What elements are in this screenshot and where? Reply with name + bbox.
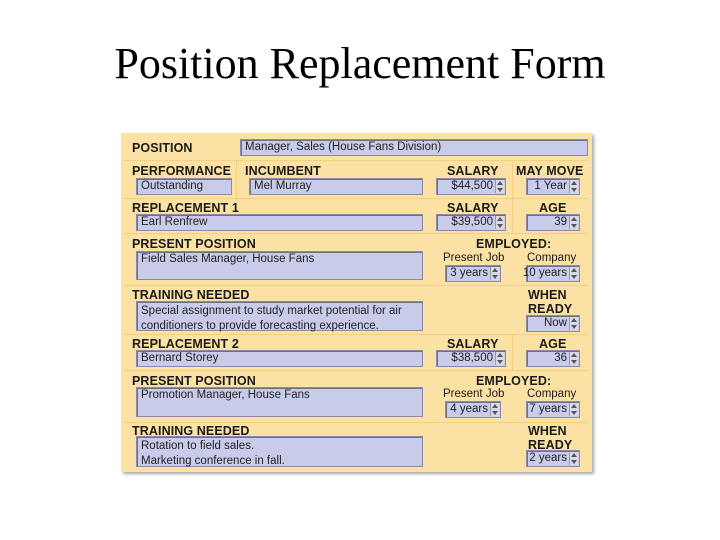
replacement1-present-position-field[interactable]: Field Sales Manager, House Fans <box>136 251 423 280</box>
replacement2-company-value: 7 years <box>529 403 567 415</box>
spinner-arrows-icon[interactable] <box>569 267 578 280</box>
spinner-arrows-icon[interactable] <box>569 216 578 229</box>
incumbent-label: INCUMBENT <box>245 164 321 178</box>
row-divider <box>125 285 588 286</box>
row-divider <box>125 198 588 199</box>
row-divider <box>125 334 588 335</box>
salary-label: SALARY <box>447 201 499 215</box>
age-label: AGE <box>539 201 567 215</box>
row-divider <box>125 160 588 161</box>
replacement2-when-ready-stepper[interactable]: 2 years <box>526 450 580 467</box>
training-line: conditioners to provide forecasting expe… <box>141 320 379 332</box>
training-needed-label: TRAINING NEEDED <box>132 424 250 438</box>
salary-label: SALARY <box>447 337 499 351</box>
salary-label: SALARY <box>447 164 499 178</box>
spinner-arrows-icon[interactable] <box>490 267 499 280</box>
company-label: Company <box>527 252 577 264</box>
training-line: Marketing conference in fall. <box>141 455 285 467</box>
may-move-stepper[interactable]: 1 Year <box>526 178 580 195</box>
spinner-arrows-icon[interactable] <box>569 352 578 365</box>
replacement2-salary-stepper[interactable]: $38,500 <box>436 350 506 367</box>
training-needed-label: TRAINING NEEDED <box>132 288 250 302</box>
position-label: POSITION <box>132 141 193 155</box>
ready-label: READY <box>528 302 573 316</box>
present-position-label: PRESENT POSITION <box>132 374 256 388</box>
may-move-label: MAY MOVE <box>516 164 584 178</box>
when-label: WHEN <box>528 424 567 438</box>
replacement2-age-stepper[interactable]: 36 <box>526 350 580 367</box>
present-job-label: Present Job <box>443 252 505 264</box>
replacement2-present-job-value: 4 years <box>450 403 488 415</box>
employed-label: EMPLOYED: <box>476 237 552 251</box>
spinner-arrows-icon[interactable] <box>569 180 578 193</box>
replacement1-present-job-stepper[interactable]: 3 years <box>445 265 501 282</box>
incumbent-salary-value: $44,500 <box>451 180 493 192</box>
training-line: Special assignment to study market poten… <box>141 305 402 317</box>
replacement1-label: REPLACEMENT 1 <box>132 201 239 215</box>
spinner-arrows-icon[interactable] <box>490 403 499 416</box>
spinner-arrows-icon[interactable] <box>495 180 504 193</box>
replacement2-training-field[interactable]: Rotation to field sales. Marketing confe… <box>136 436 423 467</box>
replacement1-salary-value: $39,500 <box>451 216 493 228</box>
column-divider <box>236 160 237 198</box>
may-move-value: 1 Year <box>534 180 567 192</box>
page-title: Position Replacement Form <box>114 39 606 88</box>
when-label: WHEN <box>528 288 567 302</box>
performance-field[interactable]: Outstanding <box>136 178 232 195</box>
replacement2-company-stepper[interactable]: 7 years <box>526 401 580 418</box>
spinner-arrows-icon[interactable] <box>569 403 578 416</box>
replacement1-when-ready-stepper[interactable]: Now <box>526 315 580 332</box>
replacement2-age-value: 36 <box>554 352 567 364</box>
replacement1-present-job-value: 3 years <box>450 267 488 279</box>
position-replacement-form: POSITION Manager, Sales (House Fans Divi… <box>121 133 592 472</box>
incumbent-salary-stepper[interactable]: $44,500 <box>436 178 506 195</box>
replacement1-when-ready-value: Now <box>543 317 567 329</box>
replacement2-label: REPLACEMENT 2 <box>132 337 239 351</box>
replacement1-age-stepper[interactable]: 39 <box>526 214 580 231</box>
employed-label: EMPLOYED: <box>476 374 552 388</box>
replacement2-salary-value: $38,500 <box>451 352 493 364</box>
ready-label: READY <box>528 438 573 452</box>
spinner-arrows-icon[interactable] <box>569 317 578 330</box>
present-job-label: Present Job <box>443 388 505 400</box>
performance-label: PERFORMANCE <box>132 164 232 178</box>
replacement1-name-field[interactable]: Earl Renfrew <box>136 214 423 231</box>
column-divider <box>512 334 513 370</box>
age-label: AGE <box>539 337 567 351</box>
company-label: Company <box>527 388 577 400</box>
replacement1-training-field[interactable]: Special assignment to study market poten… <box>136 301 423 332</box>
replacement1-company-stepper[interactable]: 10 years <box>522 265 580 282</box>
replacement2-when-ready-value: 2 years <box>529 452 567 464</box>
replacement2-name-field[interactable]: Bernard Storey <box>136 350 423 367</box>
column-divider <box>512 160 513 233</box>
incumbent-name-field[interactable]: Mel Murray <box>249 178 423 195</box>
replacement2-present-job-stepper[interactable]: 4 years <box>445 401 501 418</box>
spinner-arrows-icon[interactable] <box>495 216 504 229</box>
row-divider <box>125 422 588 423</box>
spinner-arrows-icon[interactable] <box>495 352 504 365</box>
position-field[interactable]: Manager, Sales (House Fans Division) <box>240 139 588 156</box>
row-divider <box>125 233 588 234</box>
row-divider <box>125 370 588 371</box>
replacement1-salary-stepper[interactable]: $39,500 <box>436 214 506 231</box>
replacement1-age-value: 39 <box>554 216 567 228</box>
training-line: Rotation to field sales. <box>141 440 255 452</box>
replacement2-present-position-field[interactable]: Promotion Manager, House Fans <box>136 387 423 417</box>
present-position-label: PRESENT POSITION <box>132 237 256 251</box>
replacement1-company-value: 10 years <box>522 267 567 279</box>
spinner-arrows-icon[interactable] <box>569 452 578 465</box>
